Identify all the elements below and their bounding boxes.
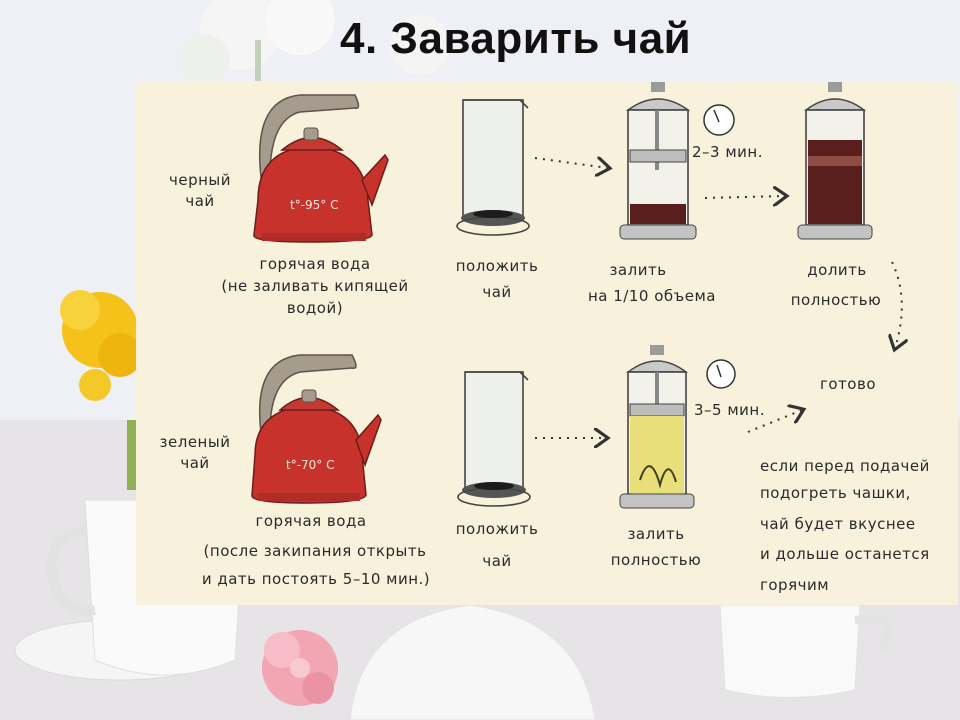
yellow-flower [60,290,142,490]
dotted-arrows [534,158,902,438]
green-tea-put-1: положить [455,520,539,538]
green-tea-water-note-2: и дать постоять 5–10 мин.) [201,570,431,588]
green-tea-label: зеленый чай [159,433,231,472]
green-tea-brew-time: 3–5 мин. [694,401,765,419]
press-black-tea-icon [619,82,697,240]
black-tea-label: черный чай [168,171,231,210]
glass-black-tea-icon [456,99,530,236]
tip-line-1: если перед подачей [760,457,930,475]
black-tea-brew-time: 2–3 мин. [692,143,763,161]
kettle-green-tea-icon [251,354,382,504]
teapot-bottom [349,604,596,720]
black-tea-put-1: положить [455,257,539,275]
arrow-2 [704,196,785,198]
timer-green-tea-icon [706,359,736,389]
arrow-5 [747,410,802,433]
black-tea-fill-1: долить [807,261,867,279]
green-tea-water-note-1: (после закипания открыть [203,542,427,560]
green-tea-water-title: горячая вода [255,512,367,530]
black-tea-fill-2: полностью [790,291,882,309]
arrow-3 [892,261,902,348]
ready-label: готово [820,375,876,393]
black-tea-water-title: горячая вода [259,255,371,273]
black-tea-pour-1: залить [609,261,667,279]
cup-right [719,604,893,698]
arrow-1 [534,158,608,168]
pink-flower [262,630,338,706]
press-full-black-tea-icon [797,82,873,240]
glass-green-tea-icon [457,371,531,507]
black-tea-pour-2: на 1/10 объема [588,287,716,305]
green-tea-pour-2: полностью [610,551,702,569]
press-green-tea-icon [619,345,695,509]
black-tea-water-note-1: (не заливать кипящей [221,277,409,295]
black-tea-water-note-2: водой) [286,299,344,317]
black-tea-temp: t°-95° C [290,198,339,212]
green-tea-pour-1: залить [627,525,685,543]
tip-line-4: и дольше останется [760,545,930,563]
green-tea-put-2: чай [482,552,512,570]
tip-line-3: чай будет вкуснее [760,515,916,533]
black-tea-put-2: чай [482,283,512,301]
tip-line-2: подогреть чашки, [760,484,911,502]
slide-title: 4. Заварить чай [340,14,692,63]
timer-black-tea-icon [703,104,735,136]
tip-line-5: горячим [760,576,830,594]
white-flowers [180,0,450,85]
green-tea-temp: t°-70° C [286,458,335,472]
kettle-black-tea-icon [253,94,389,243]
